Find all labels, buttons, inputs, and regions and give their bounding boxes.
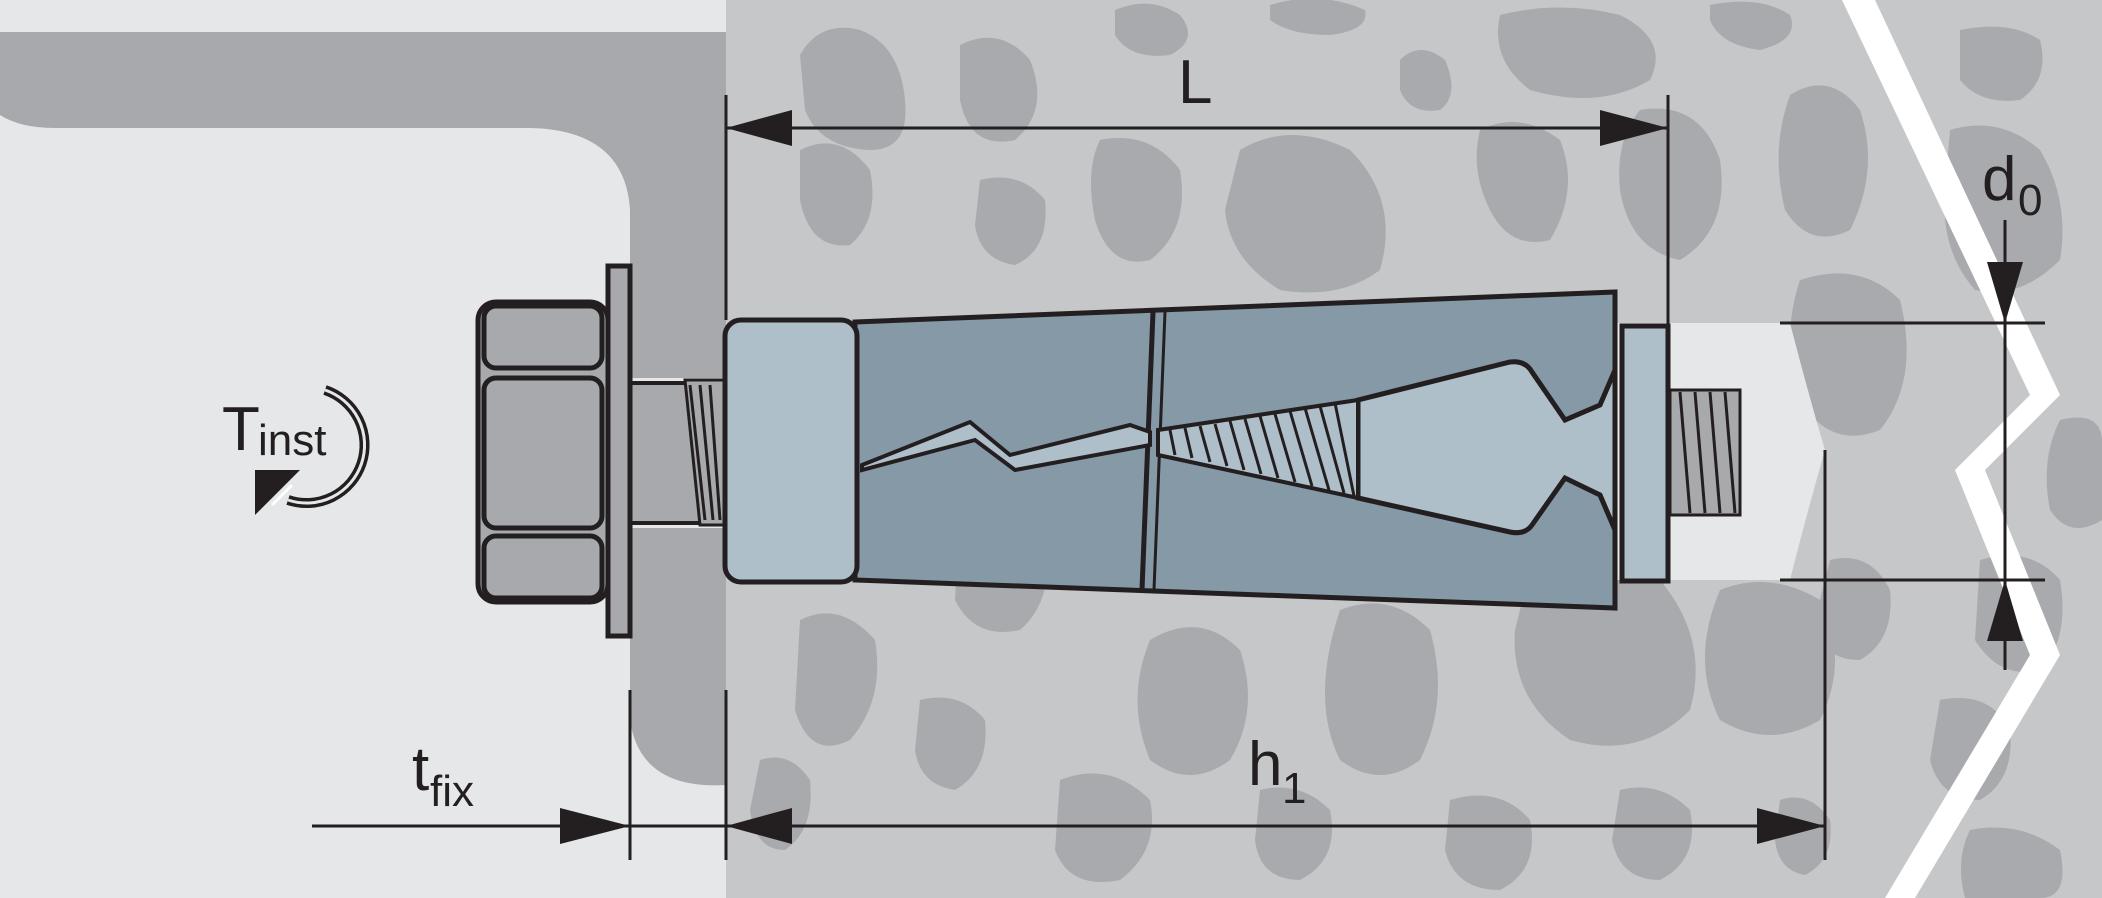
label-hole-depth-sub: 1 — [1282, 764, 1306, 813]
arrow-h1-right — [1757, 808, 1825, 844]
label-torque-sub: inst — [258, 416, 326, 465]
sleeve-cap — [722, 317, 860, 585]
inner-thread-lines — [1168, 402, 1356, 497]
bolt-thread-left — [683, 378, 727, 527]
arrow-d0-top — [1987, 262, 2023, 323]
aggregate-stones — [750, 0, 2102, 898]
dimension-arrows — [560, 110, 2023, 844]
expansion-cone — [1355, 359, 1618, 536]
bolt-thread-right — [1668, 388, 1742, 517]
label-hole-depth-main: h — [1248, 730, 1282, 799]
label-drill-dia-sub: 0 — [2018, 176, 2042, 225]
arrow-h1-left — [726, 808, 792, 844]
crack-line — [1842, 0, 2060, 898]
rear-plate — [1619, 323, 1671, 584]
label-torque-main: T — [222, 395, 260, 464]
arrow-l-left — [726, 110, 792, 146]
arrow-tfix — [560, 808, 630, 844]
label-length: L — [1178, 48, 1212, 117]
arrow-l-right — [1600, 110, 1668, 146]
fixture-top-strip — [0, 0, 726, 32]
fixture-plate — [0, 32, 726, 786]
arrow-d0-bottom — [1987, 580, 2023, 641]
sleeve-slit — [860, 419, 1152, 473]
label-fixture-sub: fix — [430, 767, 474, 816]
sleeve-split — [1139, 311, 1156, 591]
torque-arrow-icon — [255, 385, 370, 515]
label-fixture-main: t — [412, 735, 429, 804]
hex-nut — [475, 299, 611, 605]
washer — [605, 263, 633, 639]
label-drill-dia-main: d — [1982, 145, 2016, 214]
